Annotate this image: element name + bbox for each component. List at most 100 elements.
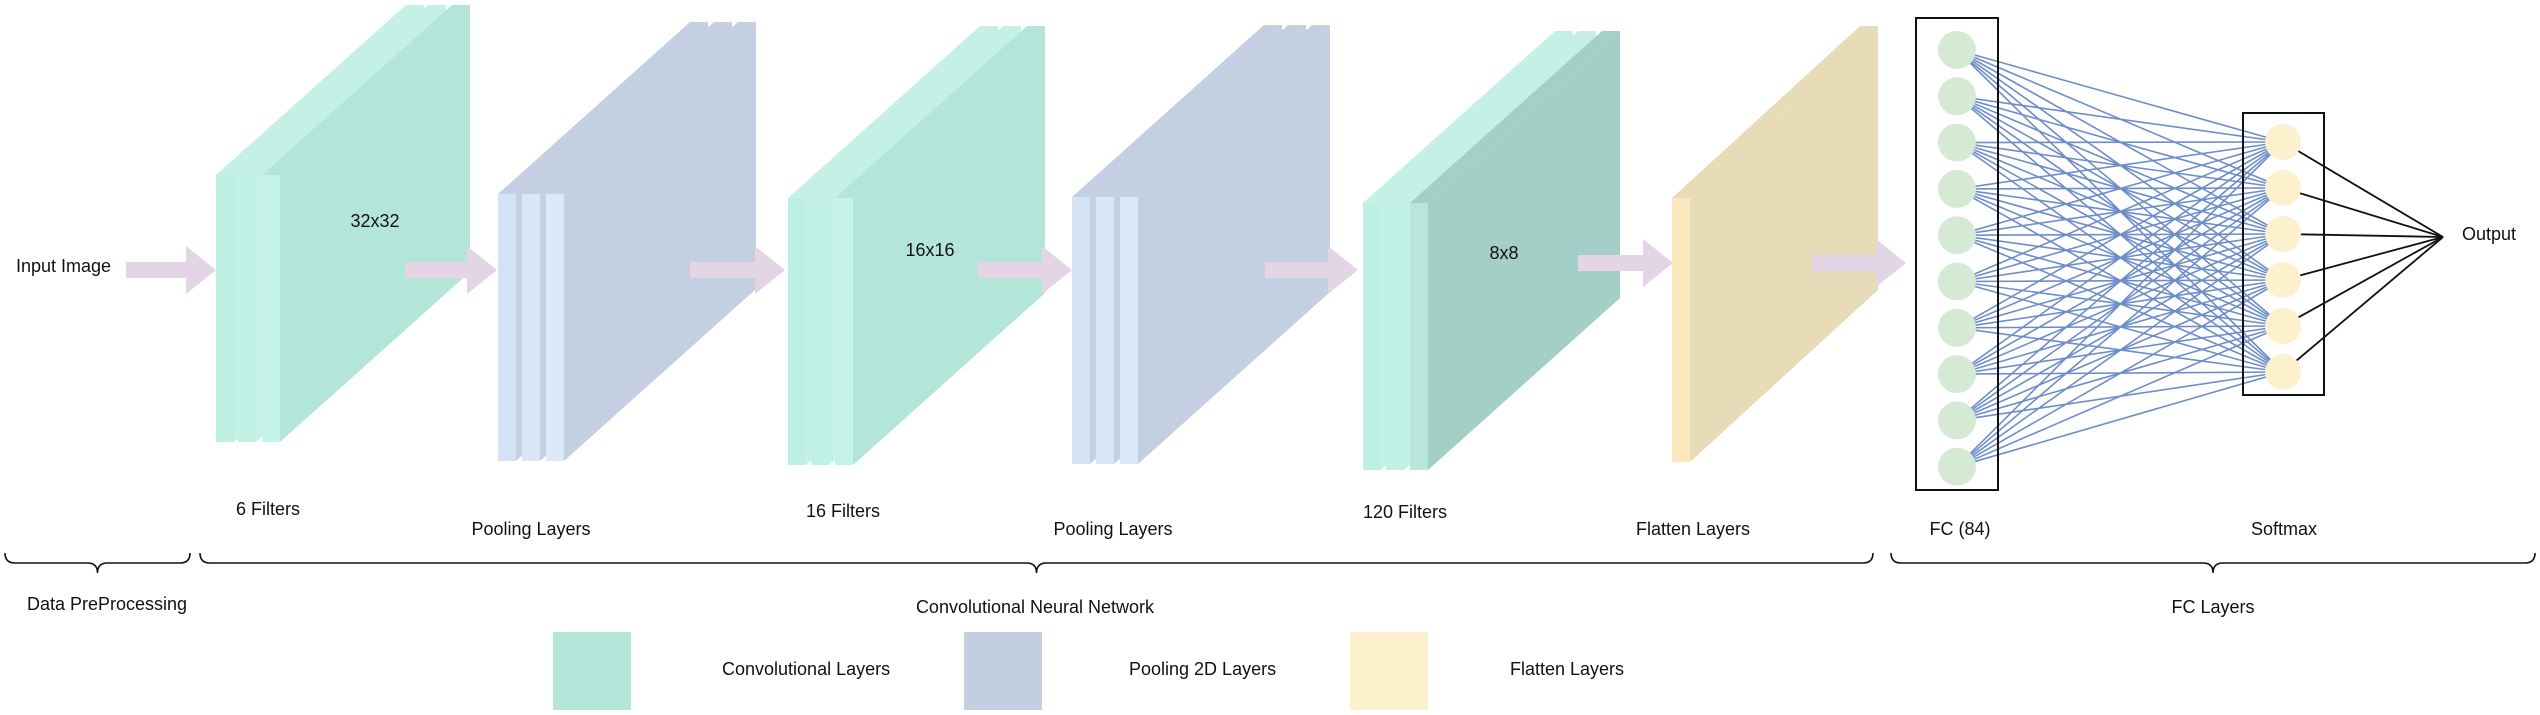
- softmax-output-connection: [2282, 236, 2444, 373]
- conv1-slab-1-front: [216, 175, 234, 442]
- fc-neuron: [1938, 308, 1976, 347]
- fc-neuron: [1938, 31, 1976, 69]
- fc-neuron: [1938, 216, 1976, 255]
- pool2-slab-3-side: [1138, 25, 1330, 464]
- pool2-slab-1-front: [1072, 197, 1090, 464]
- softmax-neuron: [2265, 308, 2301, 344]
- arrow-3-shaft: [978, 262, 1042, 278]
- softmax-neuron: [2265, 216, 2301, 252]
- softmax-neuron: [2265, 354, 2301, 390]
- arrow-3-head: [1042, 246, 1072, 294]
- pool1-label: Pooling Layers: [471, 519, 591, 539]
- group-cnn-label: Convolutional Neural Network: [915, 597, 1155, 617]
- arrow-4: [1265, 246, 1358, 294]
- fc-softmax-connection: [1956, 187, 2284, 468]
- fc-neuron: [1938, 123, 1976, 162]
- fc-softmax-connection: [1956, 141, 2284, 329]
- arrow-4-head: [1328, 246, 1358, 294]
- legend-swatch-1: [553, 632, 631, 710]
- fc-layer-frame: [1915, 17, 1999, 491]
- pool1-slab-3-top: [546, 22, 756, 194]
- softmax-neuron: [2265, 170, 2301, 206]
- conv2-slab-3-front: [835, 198, 853, 465]
- pool1-slab-1-top: [498, 22, 708, 194]
- conv1-slab-3-top: [262, 5, 470, 175]
- fc-softmax-connection: [1956, 141, 2284, 422]
- fc-softmax-connection: [1956, 95, 2284, 143]
- arrow-input-shaft: [126, 262, 186, 278]
- fc-softmax-connection: [1956, 141, 2284, 283]
- arrow-6-head: [1876, 239, 1906, 287]
- conv3-slab-2-front: [1386, 203, 1404, 470]
- fc-neuron: [1938, 262, 1976, 301]
- pool2-slab-3-top: [1120, 25, 1330, 197]
- conv3-slab-2-top: [1386, 31, 1596, 203]
- softmax-layer-label: Softmax: [2250, 519, 2318, 539]
- flatten-slab-top: [1672, 26, 1878, 198]
- legend-swatch-2: [964, 632, 1042, 710]
- conv1-filters-label: 6 Filters: [235, 499, 301, 519]
- arrow-6-shaft: [1812, 255, 1876, 271]
- fc-softmax-connection: [1956, 141, 2284, 144]
- pool1-slab-3-front: [546, 194, 564, 461]
- arrow-1-head: [467, 246, 497, 294]
- fc-neuron: [1938, 447, 1976, 486]
- fc-softmax-connection: [1956, 141, 2284, 468]
- conv3-size-label: 8x8: [1489, 243, 1519, 263]
- arrow-2: [690, 246, 785, 294]
- fc-neuron: [1938, 355, 1976, 394]
- arrow-5-head: [1643, 239, 1673, 287]
- arrow-5-shaft: [1578, 255, 1643, 271]
- fc-softmax-connection: [1956, 141, 2284, 375]
- softmax-output-connection: [2282, 187, 2444, 238]
- fc-softmax-connection: [1956, 49, 2284, 143]
- conv1-slab-3-front: [262, 175, 280, 442]
- conv3-slab-3: [1410, 31, 1620, 470]
- fc-softmax-connection: [1956, 371, 2284, 468]
- pool2-label: Pooling Layers: [1053, 519, 1173, 539]
- arrow-3: [978, 246, 1072, 294]
- fc-softmax-connection: [1956, 279, 2284, 468]
- conv3-filters-label: 120 Filters: [1362, 502, 1448, 522]
- brace-fc: [1890, 552, 2536, 574]
- conv2-slab-3-side: [853, 26, 1045, 465]
- input-image-label: Input Image: [16, 256, 112, 276]
- softmax-layer-frame: [2242, 112, 2325, 396]
- conv2-slab-1-top: [788, 26, 998, 198]
- fc-softmax-connection: [1956, 233, 2284, 468]
- pool1-slab-3: [546, 22, 756, 461]
- arrow-2-head: [755, 246, 785, 294]
- conv1-slab-2-front: [238, 175, 256, 442]
- pool2-slab-1-top: [1072, 25, 1282, 197]
- arrow-5: [1578, 239, 1673, 287]
- conv3-slab-3-side: [1428, 31, 1620, 470]
- legend-pool-label: Pooling 2D Layers: [1129, 659, 1277, 679]
- brace-preprocessing: [4, 552, 191, 574]
- conv2-slab-2-top: [811, 26, 1021, 198]
- softmax-neuron: [2265, 124, 2301, 160]
- conv3-slab-3-front: [1410, 203, 1428, 470]
- conv2-slab-2-front: [811, 198, 829, 465]
- group-fc-label: FC Layers: [2171, 597, 2255, 617]
- softmax-output-connection: [2282, 141, 2444, 238]
- softmax-output-connection: [2282, 236, 2444, 327]
- arrow-6: [1812, 239, 1906, 287]
- legend-swatch-3: [1350, 632, 1428, 710]
- conv1-slab-1-top: [216, 5, 424, 175]
- softmax-output-connection: [2282, 236, 2444, 281]
- pool1-slab-1-front: [498, 194, 516, 461]
- flatten-layer-label: Flatten Layers: [1635, 519, 1751, 539]
- conv1-slab-3: [262, 5, 470, 442]
- conv2-filters-label: 16 Filters: [805, 501, 881, 521]
- conv3-slab-1-front: [1363, 203, 1381, 470]
- flatten-slab: [1672, 26, 1878, 462]
- pool2-slab-3-front: [1120, 197, 1138, 464]
- conv3-slab-1-top: [1363, 31, 1573, 203]
- legend-flatten-label: Flatten Layers: [1510, 659, 1625, 679]
- conv2-slab-3-top: [835, 26, 1045, 198]
- conv2-size-label: 16x16: [905, 240, 955, 260]
- pool2-slab-3: [1120, 25, 1330, 464]
- pool1-slab-2-front: [522, 194, 540, 461]
- softmax-output-connection: [2282, 233, 2444, 238]
